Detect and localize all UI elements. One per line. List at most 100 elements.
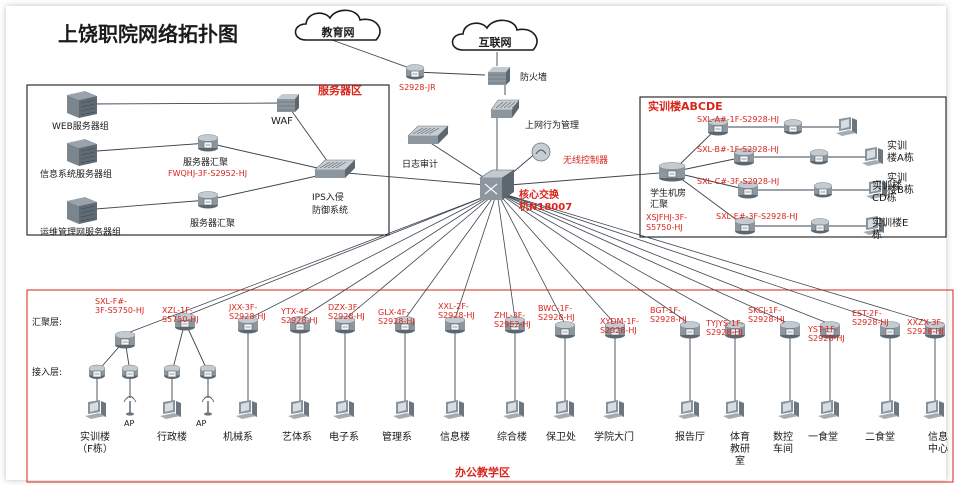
office-pc-icon-13 [818, 400, 839, 419]
office-uplink-9 [496, 191, 616, 325]
training-switch-icon-1 [733, 148, 755, 166]
office-agg-switch-icon-1 [174, 313, 196, 331]
log-audit-label: 日志审计 [402, 158, 438, 170]
training-building-cd: 实训楼 [872, 179, 902, 192]
wireless-controller-wave [535, 149, 547, 155]
office-switch-model-6: XXL-2F- [438, 302, 469, 311]
office-building-label-13: 一食堂 [808, 430, 838, 443]
ips-label: 防御系统 [312, 204, 348, 216]
office-switch-model-9: S2928-HJ [600, 326, 637, 335]
diagram-title: 上饶职院网络拓扑图 [58, 22, 238, 46]
office-switch-model-11: S2928-HJ [706, 328, 743, 337]
office-building-label-11: 教研 [730, 442, 750, 455]
office-uplink-13 [496, 191, 831, 325]
training-switch-model-0: SXL-A#-1F-S2928-HJ [697, 115, 779, 124]
x-branch-right [184, 321, 209, 373]
office-uplink-7 [496, 191, 516, 320]
office-uplink-12 [496, 191, 791, 325]
server-group-label-2: 运维管理网服务器组 [40, 226, 121, 238]
office-pc-icon-11 [723, 400, 744, 419]
office-switch-model-11: TYJYS-1F- [705, 319, 744, 328]
office-agg-switch-icon-14 [879, 321, 901, 339]
training-zone-box [639, 96, 947, 238]
training-pc-icon-2 [866, 180, 887, 199]
behavior-mgmt-label: 上网行为管理 [525, 119, 579, 131]
server-agg2-switch-icon [197, 191, 219, 209]
core-ips-link [334, 171, 498, 187]
office-pc-icon-5 [393, 400, 414, 419]
training-building-a: 实训 [887, 139, 907, 152]
office-switch-model-13: S2928-HJ [808, 334, 845, 343]
office-agg-switch-icon-6 [444, 316, 466, 334]
core-switch-label: 核心交换 [519, 188, 560, 201]
office-switch-model-7: S2952-HJ [494, 320, 531, 329]
office-switch-model-4: S2928-HJ [328, 312, 365, 321]
server-agg2-label: 服务器汇聚 [190, 217, 235, 229]
office-pc-icon-7 [503, 400, 524, 419]
office-switch-model-10: BGT-1F- [650, 306, 681, 315]
core-switch-icon [479, 169, 515, 200]
office-switch-model-0: SXL-F#- [95, 297, 127, 306]
office-building-label-9: 学院大门 [594, 430, 634, 443]
server-group-label-1: 信息系统服务器组 [40, 168, 112, 180]
office-uplink-4 [344, 191, 498, 320]
firewall-label: 防火墙 [520, 71, 547, 83]
cloud-education-network [294, 9, 381, 41]
cloud-label: 教育网 [321, 25, 355, 39]
office-building-label-7: 综合楼 [497, 430, 527, 443]
behavior-mgmt-icon [490, 99, 520, 118]
office-agg-switch-icon-13 [819, 321, 841, 339]
training-pc-icon-3 [863, 216, 884, 235]
office-building-label-3: 艺体系 [282, 431, 312, 443]
server-zone-box [26, 84, 390, 236]
ips-agg1-link [207, 142, 336, 173]
training-building-b: 实训 [887, 171, 907, 184]
office-building-label-15: 信息 [928, 430, 948, 443]
training-pc-icon-0 [836, 117, 857, 136]
office-pc-icon-15 [923, 400, 944, 419]
edu-router-link [331, 39, 416, 71]
office-uplink-8 [496, 191, 566, 325]
office-switch-model-6: S2928-HJ [438, 311, 475, 320]
office-building-label-12: 数控 [773, 430, 793, 443]
office-agg-switch-icon-4 [334, 316, 356, 334]
office-agg-switch-icon-9 [604, 321, 626, 339]
training-switch-model-1: SXL-B#-1F-S2928-HJ [697, 145, 779, 154]
training-access-switch-icon-3 [810, 218, 830, 234]
office-uplink-3 [299, 191, 498, 320]
office-agg-switch-icon-15 [924, 321, 946, 339]
office-switch-model-8: BWC-1F- [538, 304, 572, 313]
office-switch-model-9: XYDM-1F- [600, 317, 639, 326]
training-agg-model: XSJFHJ-3F- [646, 213, 687, 222]
office-pc-icon-9 [603, 400, 624, 419]
office-building-label-0: 实训楼 [80, 430, 110, 443]
server-zone-title: 服务器区 [318, 83, 362, 97]
office-agg-switch-icon-11 [724, 321, 746, 339]
office-building-label-10: 报告厅 [675, 430, 705, 443]
server-group-icon-2 [67, 197, 97, 224]
office-uplink-1 [184, 191, 498, 317]
office-switch-model-2: S2928-HJ [229, 312, 266, 321]
f-access-switch-right [121, 364, 139, 379]
office-uplink-10 [496, 191, 691, 325]
office-zone-title: 办公教学区 [455, 465, 510, 479]
f-access-switch-left [88, 364, 106, 379]
office-switch-model-15: S2928-HJ [907, 327, 944, 336]
office-switch-model-2: JXX-3F- [228, 303, 258, 312]
cloud-internet [451, 19, 538, 51]
office-zone-box [26, 289, 954, 483]
office-uplink-15 [496, 191, 936, 325]
office-building-label-12: 车间 [773, 442, 793, 455]
training-building-e: 实训楼E [872, 216, 908, 229]
training-agg-label: 学生机房 [650, 187, 686, 199]
log-audit-icon [407, 125, 449, 144]
office-switch-model-1: S5750-HJ [162, 315, 199, 324]
server-group-icon-1 [67, 139, 97, 166]
ips-icon [314, 159, 356, 178]
office-agg-switch-icon-8 [554, 321, 576, 339]
office-building-label-2: 机械系 [223, 430, 253, 443]
training-access-switch-icon-2 [813, 182, 833, 198]
access-layer-label: 接入层: [32, 366, 62, 378]
wireless-controller-label: 无线控制器 [563, 154, 608, 166]
office-switch-model-8: S2928-HJ [538, 313, 575, 322]
